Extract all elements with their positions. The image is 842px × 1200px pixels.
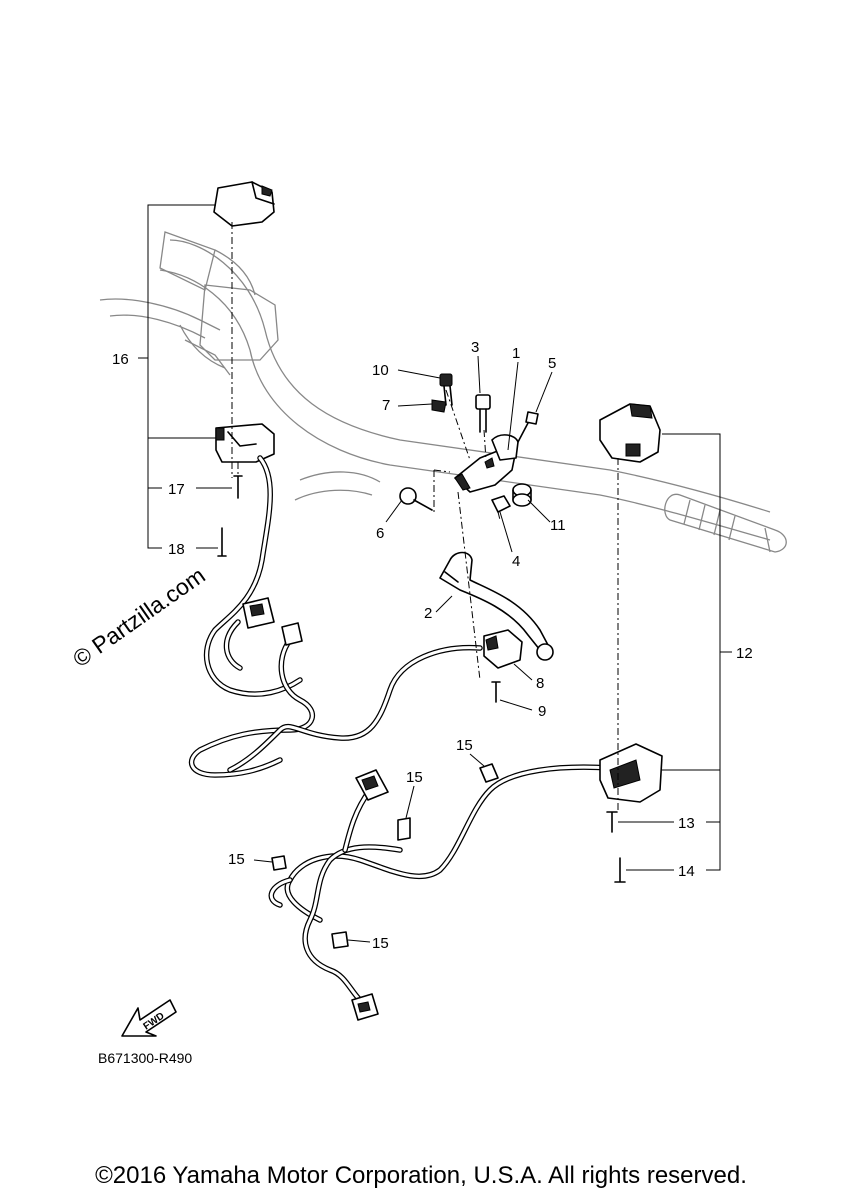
callout-8: 8 xyxy=(536,675,544,692)
callout-13: 13 xyxy=(678,815,695,832)
part-15-clamps xyxy=(271,763,499,949)
part-5-bolt xyxy=(517,411,539,443)
callout-7: 7 xyxy=(382,397,390,414)
callout-3: 3 xyxy=(471,339,479,356)
part-10-bolt xyxy=(439,373,453,406)
callout-9: 9 xyxy=(538,703,546,720)
part-11-collar xyxy=(512,483,532,507)
left-switch-wire-harness xyxy=(188,455,316,778)
main-wire-harness xyxy=(268,764,613,1021)
part-3-bolt xyxy=(475,394,491,433)
callout-14: 14 xyxy=(678,863,695,880)
part-7-clip xyxy=(431,399,447,413)
callout-6: 6 xyxy=(376,525,384,542)
part-17-screw xyxy=(233,475,243,499)
callout-17: 17 xyxy=(168,481,185,498)
right-switch-upper-half xyxy=(599,403,661,463)
callout-10: 10 xyxy=(372,362,389,379)
callout-numbers: 1 2 3 4 5 6 7 8 9 10 11 12 13 14 15 15 1… xyxy=(112,339,753,952)
part-4-nut xyxy=(491,495,511,513)
partzilla-watermark: © Partzilla.com xyxy=(68,562,210,672)
callout-18: 18 xyxy=(168,541,185,558)
callout-2: 2 xyxy=(424,605,432,622)
callout-15-low: 15 xyxy=(372,935,389,952)
part-6-bolt xyxy=(399,487,433,511)
callout-12: 12 xyxy=(736,645,753,662)
leader-lines xyxy=(138,204,732,943)
diagram-code: B671300-R490 xyxy=(98,1050,192,1066)
part-13-screw xyxy=(606,811,618,833)
right-switch-lower-half xyxy=(599,743,663,803)
part-8-clutch-switch xyxy=(483,629,523,669)
callout-1: 1 xyxy=(512,345,520,362)
callout-16: 16 xyxy=(112,351,129,368)
callout-15-left: 15 xyxy=(228,851,245,868)
part-14-screw xyxy=(614,857,626,883)
copyright-notice: ©2016 Yamaha Motor Corporation, U.S.A. A… xyxy=(95,1162,747,1189)
clutch-switch-cable xyxy=(227,644,483,773)
part-2-clutch-lever xyxy=(439,551,554,661)
fwd-arrow-icon: FWD xyxy=(121,999,177,1037)
callout-15-mid: 15 xyxy=(406,769,423,786)
part-1-lever-holder xyxy=(454,434,519,493)
part-18-screw xyxy=(217,527,227,557)
part-9-screw xyxy=(491,681,501,703)
left-switch-assembly-ghost xyxy=(179,284,279,376)
callout-11: 11 xyxy=(550,517,566,534)
handlebar-outline xyxy=(99,239,771,541)
callout-5: 5 xyxy=(548,355,556,372)
left-switch-upper-half xyxy=(213,181,275,227)
callout-15-top: 15 xyxy=(456,737,473,754)
callout-4: 4 xyxy=(512,553,520,570)
right-grip xyxy=(664,493,787,553)
left-switch-lower-half xyxy=(215,423,275,463)
